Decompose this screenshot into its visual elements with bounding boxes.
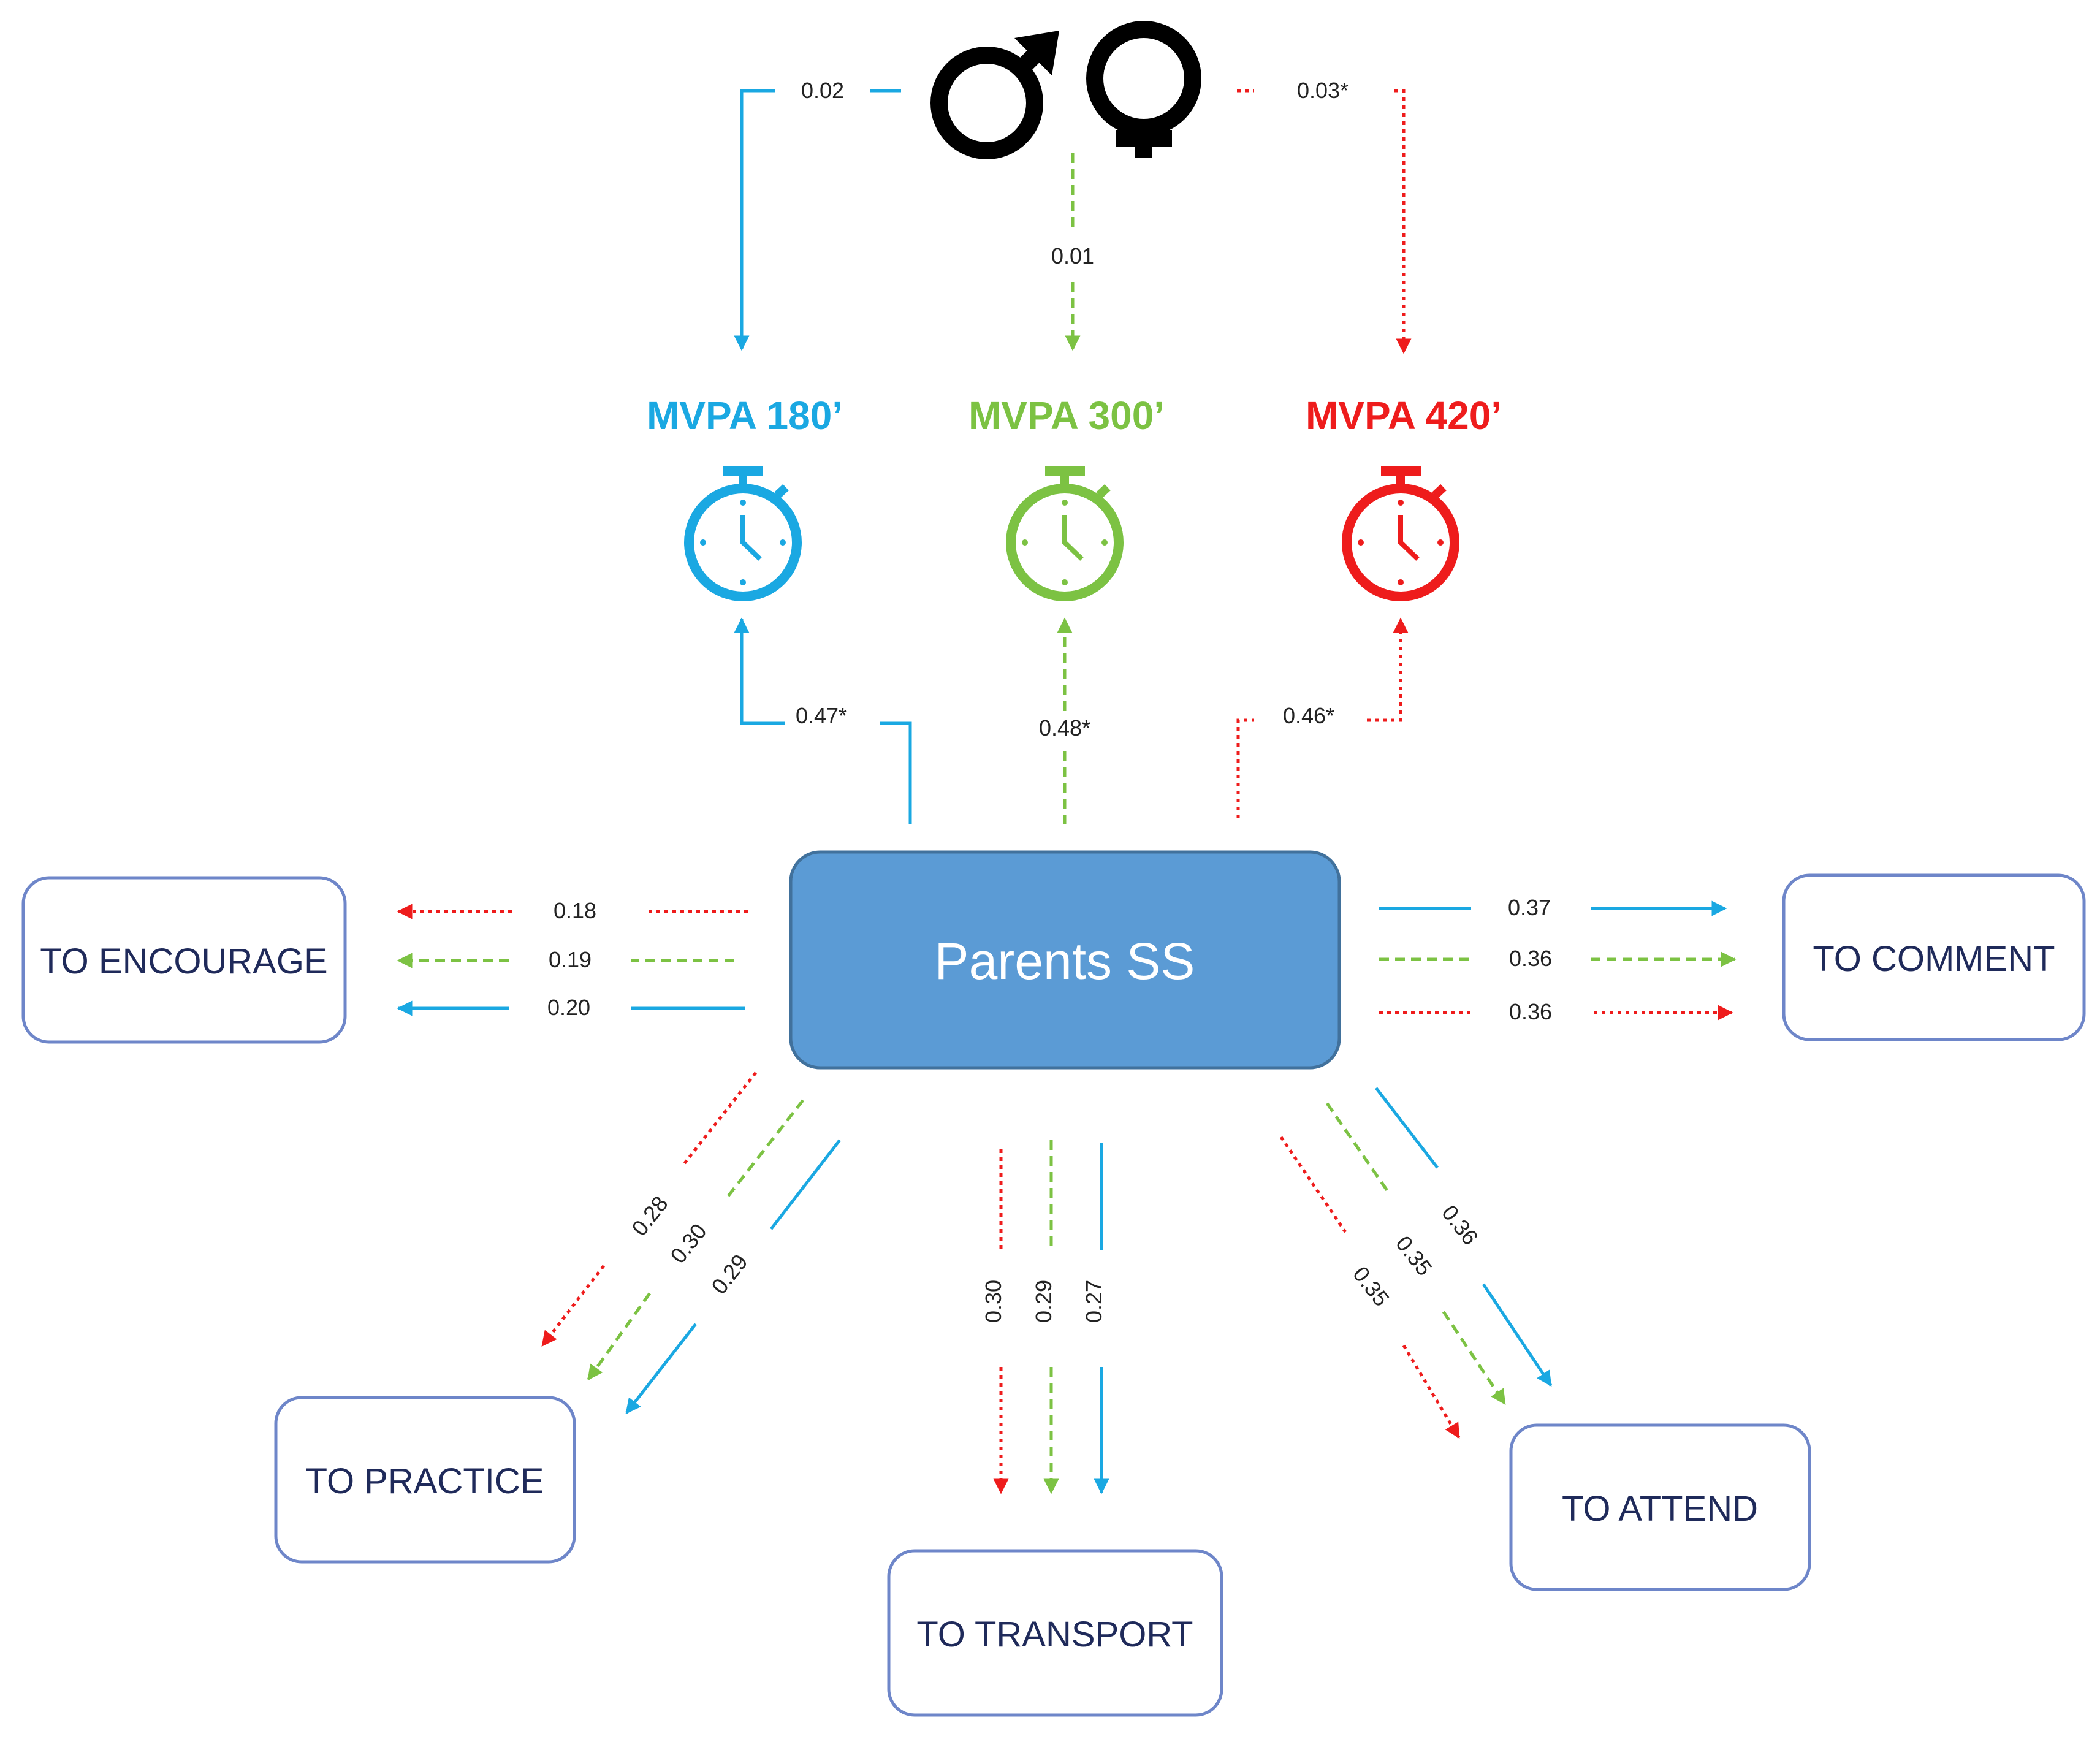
male-symbol-icon (930, 31, 1059, 159)
coef-practice-420: 0.28 (626, 1191, 672, 1240)
transport-box: TO TRANSPORT (887, 1549, 1223, 1717)
gender-to-mvpa420-path: 0.03* (1237, 78, 1412, 354)
coef-practice-180: 0.29 (706, 1249, 752, 1298)
parents-to-mvpa180-path: 0.47* (734, 617, 912, 824)
gender-to-mvpa180-path: 0.02 (734, 78, 901, 351)
stopwatch-icon (684, 466, 802, 601)
transport-label: TO TRANSPORT (916, 1615, 1193, 1654)
coef-comment-420: 0.36 (1509, 999, 1552, 1024)
coef-transport-420: 0.30 (981, 1280, 1006, 1323)
comment-label: TO COMMENT (1813, 939, 2055, 979)
coef-parents-mvpa300: 0.48* (1039, 715, 1090, 740)
coef-gender-mvpa300: 0.01 (1051, 243, 1094, 268)
transport-paths: 0.30 0.29 0.27 (981, 1140, 1109, 1494)
encourage-paths: 0.18 0.19 0.20 (397, 898, 748, 1020)
comment-paths: 0.37 0.36 0.36 (1379, 895, 1737, 1024)
mvpa300-title: MVPA 300’ (968, 394, 1165, 438)
attend-box: TO ATTEND (1509, 1423, 1811, 1591)
coef-gender-mvpa420: 0.03* (1297, 78, 1349, 103)
encourage-box: TO ENCOURAGE (21, 876, 347, 1044)
parents-to-mvpa300-path: 0.48* (1039, 617, 1090, 824)
mvpa180-title: MVPA 180’ (647, 394, 843, 438)
comment-box: TO COMMENT (1782, 873, 2086, 1041)
coef-practice-300: 0.30 (665, 1219, 711, 1268)
coef-gender-mvpa180: 0.02 (801, 78, 844, 103)
coef-transport-300: 0.29 (1031, 1280, 1056, 1323)
parents-ss-box: Parents SS (789, 850, 1341, 1070)
practice-paths: 0.28 0.30 0.29 (541, 1071, 841, 1414)
stopwatch-icon (1342, 466, 1459, 601)
coef-comment-300: 0.36 (1509, 946, 1552, 971)
gender-symbols-icon (930, 21, 1201, 159)
gender-to-mvpa300-path: 0.01 (1051, 153, 1094, 351)
stopwatch-icon (1006, 466, 1124, 601)
coef-attend-180: 0.36 (1437, 1200, 1483, 1249)
coef-comment-180: 0.37 (1508, 895, 1551, 920)
coef-transport-180: 0.27 (1081, 1280, 1106, 1323)
practice-box: TO PRACTICE (274, 1396, 576, 1564)
practice-label: TO PRACTICE (306, 1461, 544, 1501)
coef-encourage-300: 0.19 (549, 947, 592, 972)
coef-attend-300: 0.35 (1391, 1231, 1437, 1280)
coef-encourage-420: 0.18 (554, 898, 596, 923)
parents-to-mvpa420-path: 0.46* (1236, 617, 1409, 818)
coef-attend-420: 0.35 (1348, 1261, 1394, 1311)
attend-paths: 0.36 0.35 0.35 (1279, 1087, 1553, 1439)
coef-parents-mvpa420: 0.46* (1283, 703, 1334, 728)
encourage-label: TO ENCOURAGE (40, 942, 327, 981)
female-symbol-icon (1086, 21, 1201, 158)
attend-label: TO ATTEND (1562, 1489, 1758, 1529)
coef-parents-mvpa180: 0.47* (796, 703, 847, 728)
mvpa420-title: MVPA 420’ (1306, 394, 1502, 438)
parents-ss-label: Parents SS (935, 932, 1195, 990)
coef-encourage-180: 0.20 (547, 995, 590, 1020)
